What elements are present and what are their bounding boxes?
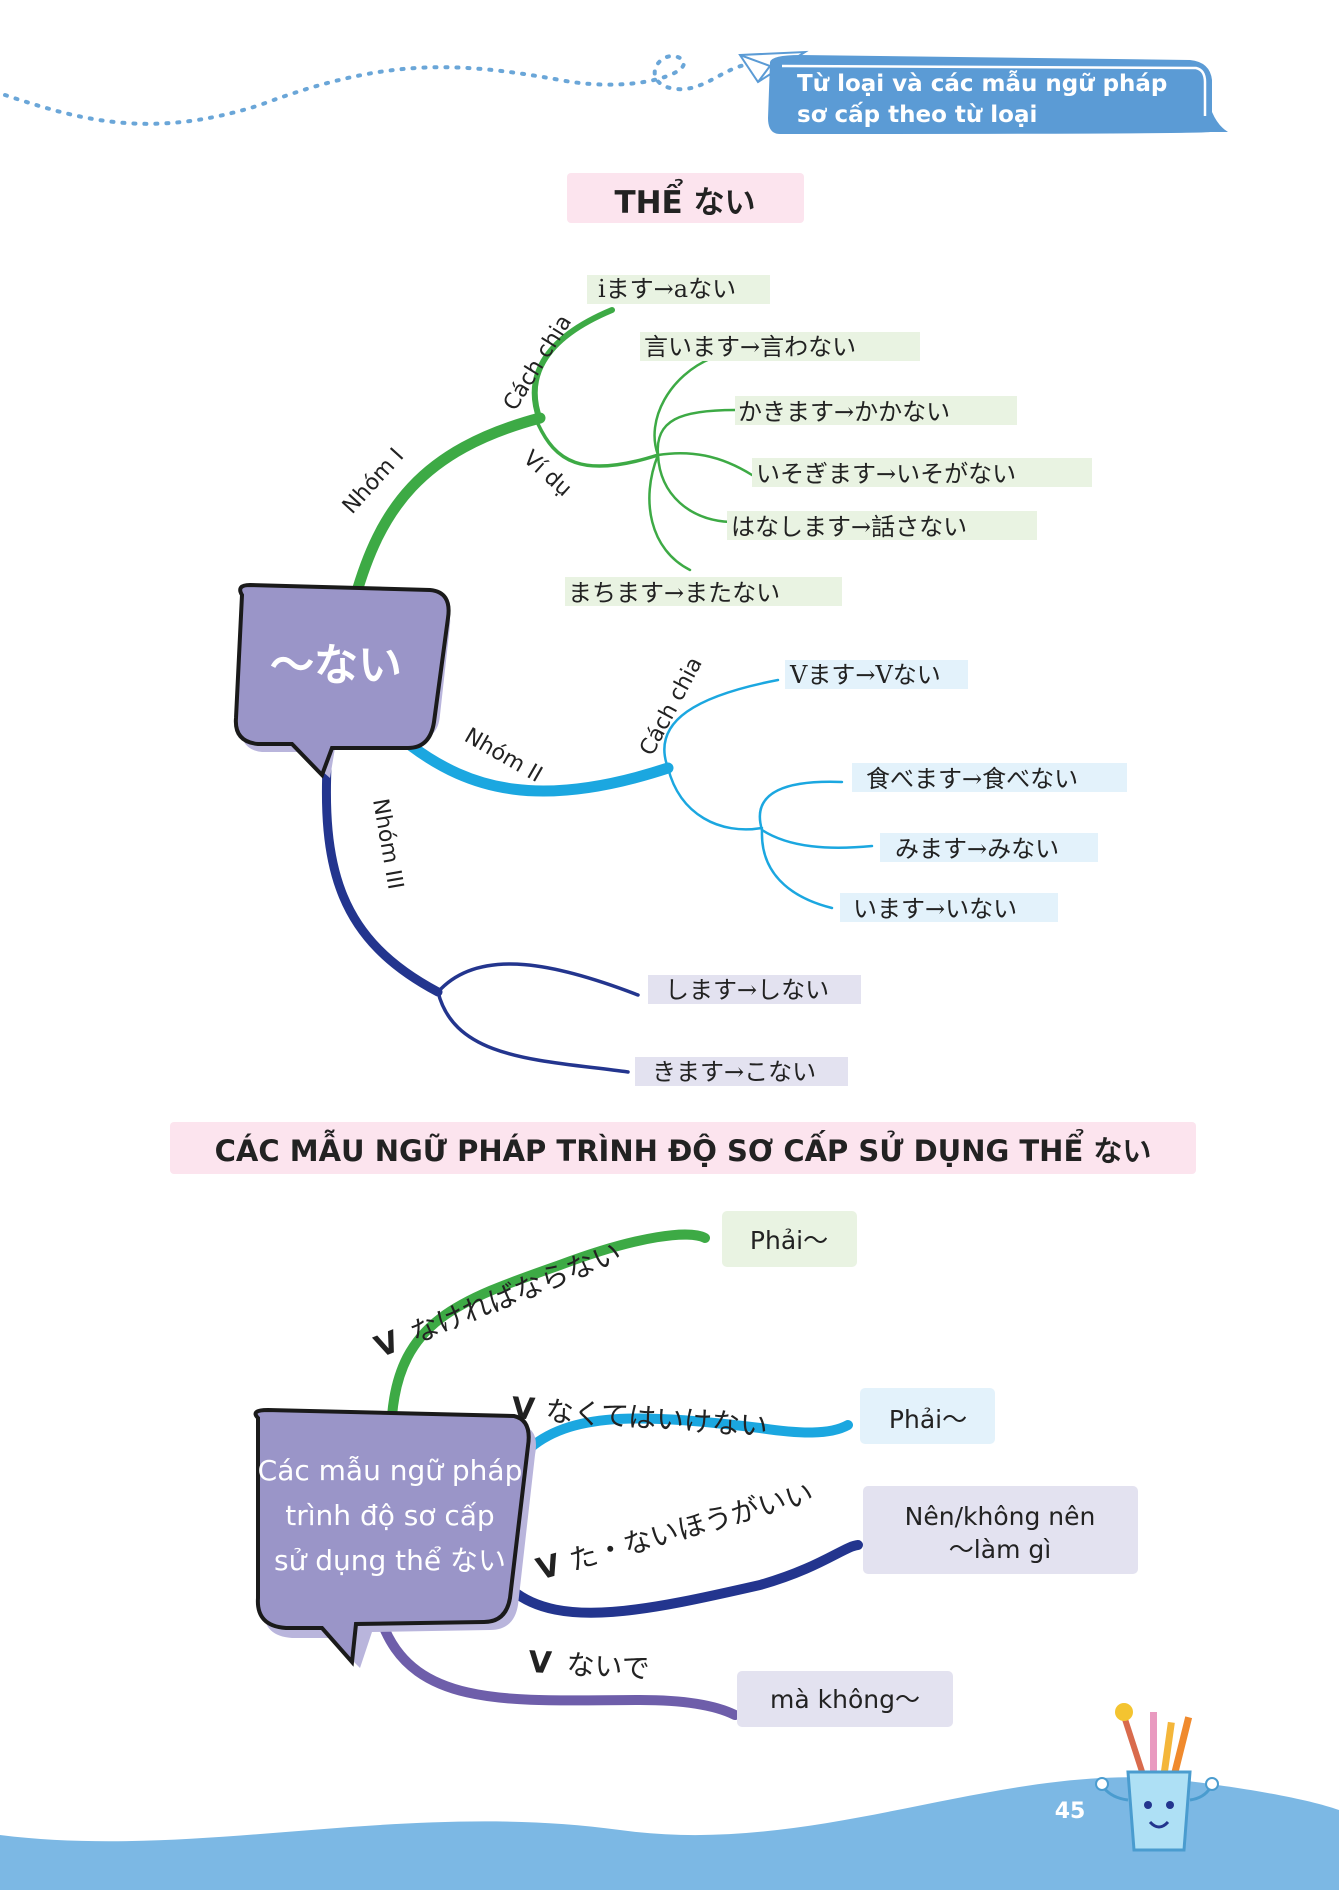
section1-title: THỂ ない — [614, 180, 755, 221]
section1-title-bg — [567, 173, 804, 223]
pattern-text: ないで — [566, 1648, 651, 1685]
pattern-v: V — [528, 1645, 554, 1681]
footer-wave — [0, 1777, 1339, 1890]
section2-title: CÁC MẪU NGỮ PHÁP TRÌNH ĐỘ SƠ CẤP SỬ DỤNG… — [215, 1129, 1152, 1168]
section2-title-bg — [170, 1122, 1196, 1174]
page-number: 45 — [1055, 1799, 1086, 1824]
branch-label-group3: Nhóm III — [367, 797, 408, 892]
meaning-text: Nên/không nên — [905, 1502, 1096, 1531]
banner-line-1: Từ loại và các mẫu ngữ pháp — [797, 70, 1167, 97]
pattern-label-4: V ないで — [528, 1645, 651, 1686]
center2-line-1: Các mẫu ngữ pháp — [258, 1454, 523, 1487]
svg-text:V た・ないほうがいい: V た・ないほうがいい — [533, 1475, 818, 1588]
leaf-g1-example-3: いそぎます→いそがない — [752, 458, 1092, 488]
header: Từ loại và các mẫu ngữ pháp sơ cấp theo … — [3, 50, 1228, 134]
leaf-g2-example-1: 食べます→食べない — [852, 763, 1127, 793]
leaf-text: iます→aない — [598, 275, 736, 303]
pattern-v: V — [533, 1547, 566, 1587]
pencil-cup-icon — [1095, 1703, 1219, 1852]
meaning-box-4: mà không〜 — [737, 1671, 953, 1727]
leaf-text: 言います→言わない — [644, 333, 856, 361]
leaf-g1-example-5: まちます→またない — [565, 577, 842, 607]
leaf-g1-example-4: はなします→話さない — [727, 511, 1037, 541]
svg-text:V ないで: V ないで — [528, 1645, 651, 1686]
center2-line-2: trình độ sơ cấp — [285, 1499, 494, 1532]
meaning-box-3: Nên/không nên 〜làm gì — [863, 1486, 1138, 1574]
leaf-g3-example-2: きます→こない — [635, 1057, 848, 1086]
banner-line-2: sơ cấp theo từ loại — [797, 101, 1037, 128]
leaf-g3-example-1: します→しない — [648, 975, 861, 1004]
pattern-v: V — [370, 1324, 405, 1365]
leaf-g1-example-1: 言います→言わない — [640, 332, 920, 361]
mindmap-2-branches — [380, 1229, 863, 1720]
pattern-text: なければならない — [406, 1236, 626, 1351]
pattern-text: た・ないほうがいい — [566, 1476, 817, 1577]
center-bubble-2: Các mẫu ngữ pháp trình độ sơ cấp sử dụng… — [253, 1407, 536, 1668]
leaf-g2-rule: Vます→Vない — [785, 660, 968, 689]
leaf-text: きます→こない — [652, 1058, 816, 1086]
branch-label-g1-example: Ví dụ — [518, 446, 576, 502]
center-label-1: 〜ない — [270, 640, 402, 691]
leaf-g2-example-3: います→いない — [840, 893, 1058, 923]
leaf-text: まちます→またない — [568, 579, 780, 607]
pattern-label-1: V なければならない — [370, 1235, 626, 1366]
leaf-text: いそぎます→いそがない — [756, 460, 1016, 488]
header-banner: Từ loại và các mẫu ngữ pháp sơ cấp theo … — [768, 55, 1228, 134]
pattern-text: なくてはいけない — [545, 1394, 769, 1442]
center2-line-3: sử dụng thể ない — [274, 1544, 506, 1577]
mindmap-1-branches — [321, 307, 874, 1074]
leaf-g2-example-2: みます→みない — [880, 833, 1098, 863]
leaf-text: はなします→話さない — [731, 513, 967, 541]
center-bubble-1: 〜ない — [233, 582, 451, 779]
meaning-box-1: Phải〜 — [722, 1211, 857, 1267]
leaf-text: します→しない — [665, 976, 829, 1004]
leaf-text: います→いない — [853, 895, 1017, 923]
meaning-box-2: Phải〜 — [860, 1388, 995, 1444]
leaf-text: かきます→かかない — [738, 398, 950, 426]
pattern-label-3: V た・ないほうがいい — [533, 1475, 818, 1588]
leaf-text: 食べます→食べない — [866, 765, 1078, 793]
meaning-text: Phải〜 — [889, 1405, 967, 1434]
dotted-trail — [3, 54, 747, 126]
leaf-g1-example-2: かきます→かかない — [735, 396, 1017, 426]
meaning-text-line-2: 〜làm gì — [949, 1535, 1051, 1564]
leaf-text: Vます→Vない — [789, 661, 941, 689]
meaning-text: Phải〜 — [750, 1226, 828, 1255]
leaf-g1-rule: iます→aない — [587, 275, 770, 304]
leaf-text: みます→みない — [895, 835, 1059, 863]
meaning-text: mà không〜 — [770, 1685, 920, 1714]
svg-text:V なければならない: V なければならない — [370, 1235, 626, 1366]
